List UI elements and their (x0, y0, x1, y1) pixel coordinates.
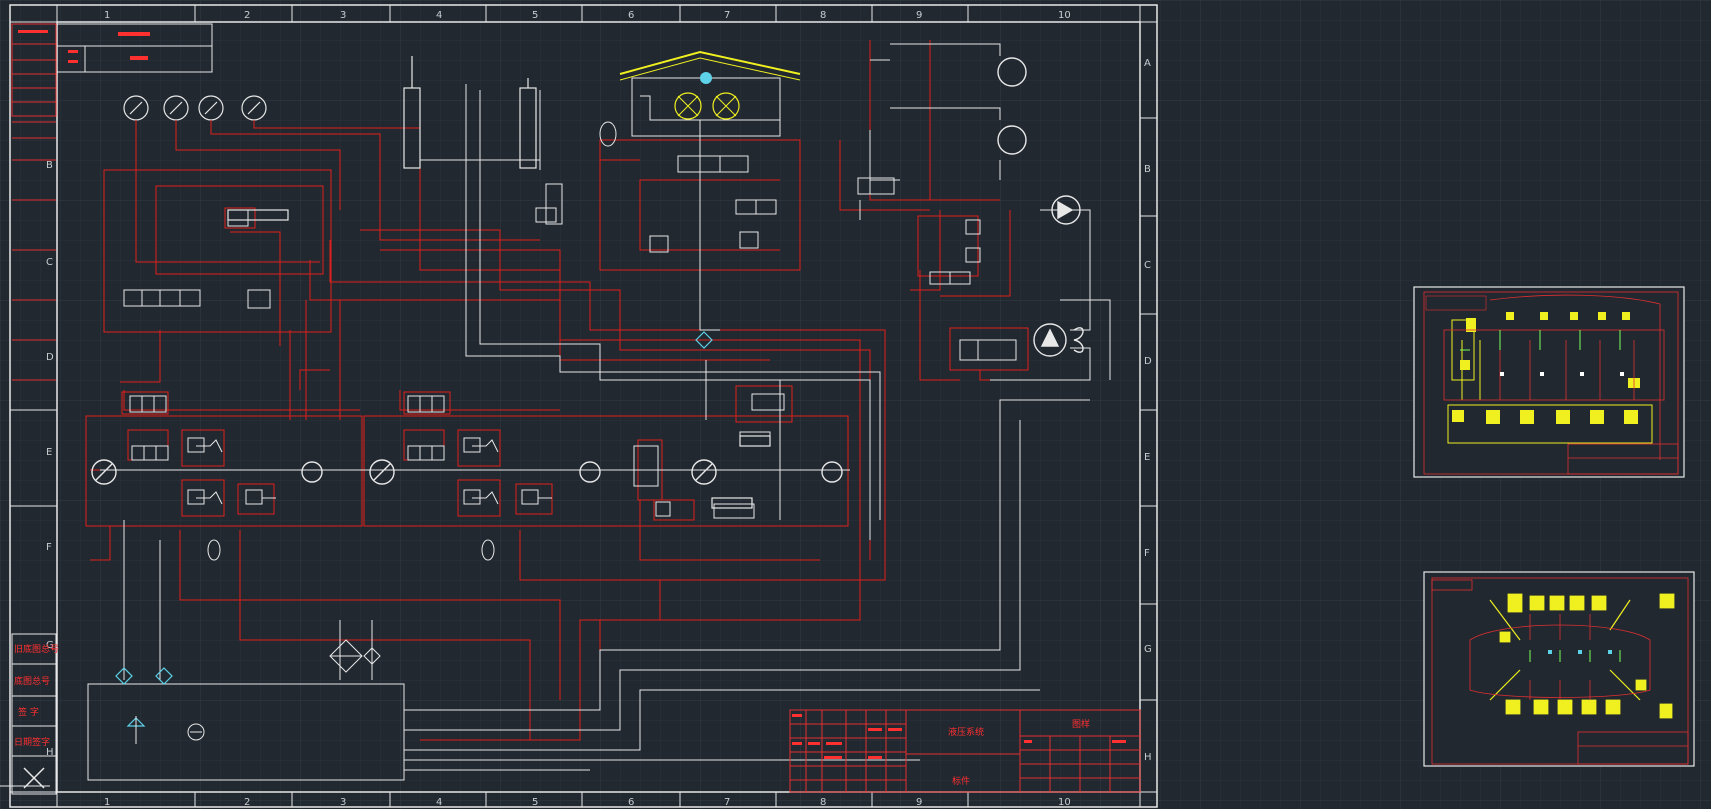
svg-text:C: C (46, 257, 53, 268)
directional-control-valves (123, 155, 1017, 519)
svg-text:5: 5 (532, 797, 538, 808)
svg-text:H: H (1144, 752, 1152, 763)
svg-text:4: 4 (436, 797, 442, 808)
svg-text:1: 1 (104, 10, 110, 21)
svg-text:A: A (1144, 58, 1151, 69)
svg-text:旧底图总号: 旧底图总号 (14, 643, 59, 655)
svg-text:9: 9 (916, 797, 922, 808)
svg-text:C: C (1144, 260, 1151, 271)
svg-text:标件: 标件 (952, 775, 970, 787)
white-circuit-lines (87, 43, 1111, 781)
svg-text:底图总号: 底图总号 (14, 675, 50, 687)
svg-text:7: 7 (724, 10, 730, 21)
svg-text:2: 2 (244, 797, 250, 808)
svg-text:图样: 图样 (1072, 718, 1090, 730)
svg-text:8: 8 (820, 797, 826, 808)
outer-frame (9, 4, 1158, 808)
row-zone-labels: B C D E F G H A B C D E F G H (46, 58, 1152, 763)
svg-text:3: 3 (340, 10, 346, 21)
svg-text:B: B (46, 160, 53, 171)
svg-text:D: D (46, 352, 54, 363)
svg-text:5: 5 (532, 10, 538, 21)
sheet-thumbnail-2[interactable] (1423, 571, 1695, 767)
svg-text:1: 1 (104, 797, 110, 808)
pressure-gauges (123, 95, 267, 121)
boom-linkage (619, 50, 801, 120)
svg-text:6: 6 (628, 10, 634, 21)
svg-text:F: F (46, 542, 52, 553)
svg-text:3: 3 (340, 797, 346, 808)
svg-text:6: 6 (628, 797, 634, 808)
column-zone-labels: 1 2 3 4 5 6 7 8 9 10 1 2 3 4 5 6 7 8 9 1… (104, 10, 1071, 808)
svg-text:日期签字: 日期签字 (14, 736, 50, 748)
hydraulic-cylinders (227, 56, 771, 509)
left-side-labels: 旧底图总号 底图总号 签 字 日期签字 (0, 633, 59, 795)
svg-text:B: B (1144, 164, 1151, 175)
svg-text:E: E (1144, 452, 1150, 463)
svg-text:签 字: 签 字 (18, 706, 39, 718)
svg-text:10: 10 (1058, 797, 1071, 808)
reservoir-tank (135, 716, 205, 744)
svg-text:液压系统: 液压系统 (948, 726, 984, 738)
svg-text:10: 10 (1058, 10, 1071, 21)
svg-text:2: 2 (244, 10, 250, 21)
top-left-info-block (11, 23, 57, 381)
svg-text:G: G (1144, 644, 1152, 655)
svg-text:4: 4 (436, 10, 442, 21)
hydraulic-schematic[interactable] (85, 40, 1111, 781)
svg-text:D: D (1144, 356, 1152, 367)
cyan-filters (115, 331, 713, 727)
accumulators (207, 121, 617, 673)
sheet-thumbnail-1[interactable] (1413, 286, 1685, 478)
svg-text:E: E (46, 447, 52, 458)
title-block: 液压系统 图样 标件 (789, 709, 1141, 793)
svg-text:7: 7 (724, 797, 730, 808)
svg-text:H: H (46, 747, 54, 758)
main-sheet[interactable]: 1 2 3 4 5 6 7 8 9 10 1 2 3 4 5 6 7 8 9 1… (0, 4, 1158, 808)
hydraulic-pumps (91, 57, 1084, 485)
svg-text:8: 8 (820, 10, 826, 21)
svg-text:F: F (1144, 548, 1150, 559)
svg-text:G: G (46, 640, 54, 651)
header-box (56, 23, 213, 73)
svg-text:9: 9 (916, 10, 922, 21)
